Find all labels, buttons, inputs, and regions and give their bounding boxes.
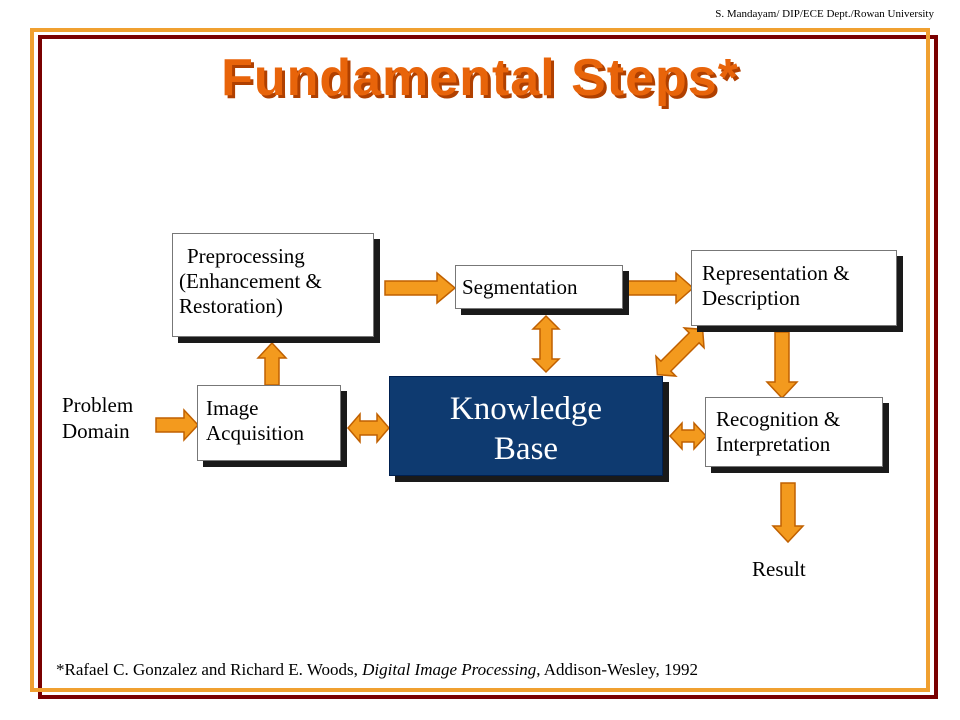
arrow-acquisition-kb-bidirectional xyxy=(347,411,390,445)
footnote-book-title: Digital Image Processing xyxy=(362,660,537,679)
arrow-recognition-to-result xyxy=(771,482,805,544)
node-representation-line-2: Description xyxy=(702,286,800,310)
arrow-problem-to-acquisition xyxy=(155,408,200,442)
footnote-prefix: *Rafael C. Gonzalez and Richard E. Woods… xyxy=(56,660,363,679)
node-representation-line-1: Representation & xyxy=(702,261,850,285)
arrow-preprocessing-to-segmentation xyxy=(384,271,457,305)
label-result: Result xyxy=(752,557,806,581)
arrow-acquisition-to-preprocessing xyxy=(256,341,288,386)
arrow-representation-kb-bidirectional xyxy=(655,327,705,377)
slide-title: Fundamental Steps* xyxy=(221,49,739,107)
slide-header-credit: S. Mandayam/ DIP/ECE Dept./Rowan Univers… xyxy=(715,8,934,20)
node-preprocessing-line-1: Preprocessing xyxy=(187,244,305,268)
arrow-segmentation-kb-bidirectional xyxy=(531,314,561,374)
slide-frame-inner xyxy=(30,28,930,692)
node-recognition-interpretation: Recognition & Interpretation xyxy=(705,397,883,467)
arrow-representation-to-recognition xyxy=(765,331,799,400)
label-problem-domain-line-2: Domain xyxy=(62,419,130,443)
slide-frame-outer xyxy=(38,35,938,699)
node-knowledge-base-line-2: Base xyxy=(493,431,559,467)
node-preprocessing-line-3: Restoration) xyxy=(179,294,283,318)
node-knowledge-base: Knowledge Base xyxy=(389,376,663,476)
node-preprocessing-line-2: (Enhancement & xyxy=(179,269,322,293)
node-knowledge-base-line-1: Knowledge xyxy=(449,391,603,427)
node-image-acquisition-line-2: Acquisition xyxy=(206,421,304,445)
node-image-acquisition-line-1: Image xyxy=(206,396,259,420)
node-segmentation: Segmentation xyxy=(455,265,623,309)
node-image-acquisition: Image Acquisition xyxy=(197,385,341,461)
arrow-kb-recognition-bidirectional xyxy=(668,421,708,451)
node-recognition-line-1: Recognition & xyxy=(716,407,841,431)
arrow-segmentation-to-representation xyxy=(624,271,695,305)
node-representation-description: Representation & Description xyxy=(691,250,897,326)
label-problem-domain: Problem Domain xyxy=(62,392,133,444)
label-problem-domain-line-1: Problem xyxy=(62,393,134,417)
node-preprocessing: Preprocessing (Enhancement & Restoration… xyxy=(172,233,374,337)
footnote-citation: *Rafael C. Gonzalez and Richard E. Woods… xyxy=(56,660,698,680)
footnote-suffix: , Addison-Wesley, 1992 xyxy=(536,660,699,679)
node-segmentation-label: Segmentation xyxy=(462,275,578,299)
node-recognition-line-2: Interpretation xyxy=(716,432,831,456)
